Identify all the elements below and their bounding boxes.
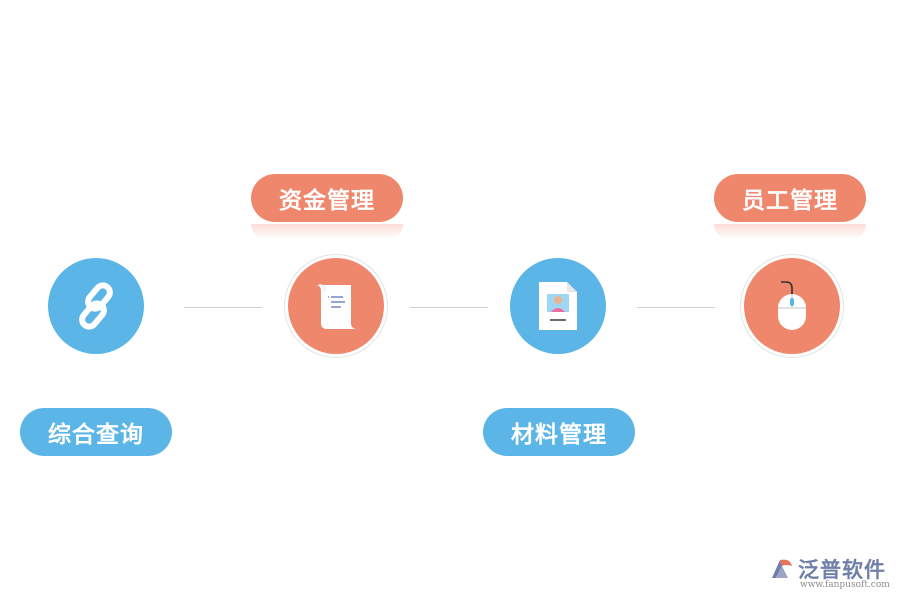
link-icon [79,282,113,330]
node-circle-material-management [510,258,606,354]
node-label-integrated-query: 综合查询 [20,408,172,456]
node-label-fund-management: 资金管理 [251,174,403,222]
node-label-reflection [714,224,866,240]
brand-logo: 泛普软件 www.fanpusoft.com [768,554,892,594]
node-label-staff-management: 员工管理 [714,174,866,222]
brand-logo-icon [772,559,792,578]
profile-card-icon [539,282,577,330]
connector-line-2 [410,307,488,308]
scroll-document-icon [315,284,357,329]
node-circle-staff-management [744,258,840,354]
node-circle-fund-management [288,258,384,354]
node-circle-integrated-query [48,258,144,354]
mouse-icon [778,281,806,330]
connector-line-1 [184,307,262,308]
brand-name: 泛普软件 [798,558,886,582]
connector-line-3 [637,307,715,308]
node-label-reflection [251,224,403,240]
node-label-material-management: 材料管理 [483,408,635,456]
brand-url: www.fanpusoft.com [800,580,890,590]
